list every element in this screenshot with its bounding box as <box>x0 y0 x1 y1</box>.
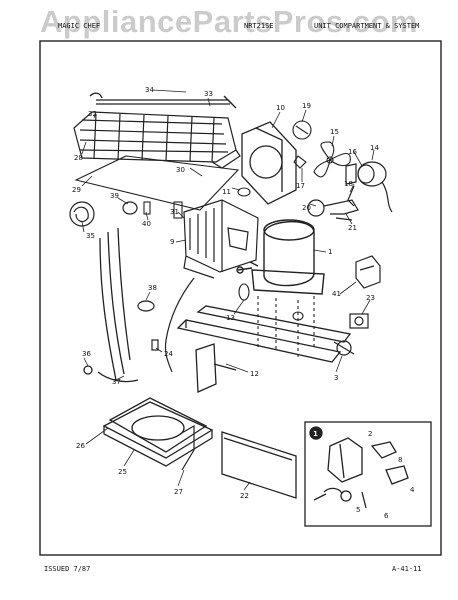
callout-33: 33 <box>204 90 213 98</box>
hose-clamp <box>137 300 155 312</box>
compressor <box>236 219 325 295</box>
callout-10: 10 <box>276 104 285 112</box>
callout-16: 16 <box>348 148 357 156</box>
callout-41: 41 <box>332 290 341 298</box>
callout-23: 23 <box>366 294 375 302</box>
grommet <box>237 187 251 197</box>
header-model-brand: MAGIC CHEF <box>58 22 101 30</box>
leader-lines <box>81 89 375 491</box>
callout-20: 20 <box>302 204 311 212</box>
callout-19: 19 <box>302 102 311 110</box>
callout-21: 21 <box>348 224 357 232</box>
callout-1: 1 <box>328 248 332 256</box>
callout-36: 36 <box>82 350 91 358</box>
condenser-top-tube <box>89 92 237 109</box>
callout-40: 40 <box>142 220 151 228</box>
base-pan <box>74 155 240 211</box>
callout-37: 37 <box>112 378 121 386</box>
callout-22: 22 <box>240 492 249 500</box>
callout-5: 5 <box>356 506 360 514</box>
callout-12: 12 <box>250 370 259 378</box>
clip <box>143 201 151 215</box>
diagram-border <box>39 40 442 556</box>
callout-27: 27 <box>174 488 183 496</box>
callout-38: 38 <box>148 284 157 292</box>
callout-34: 34 <box>145 86 154 94</box>
callout-8: 8 <box>398 456 402 464</box>
relay <box>355 255 381 289</box>
header-model-number: NRT21SE <box>244 22 274 30</box>
callout-30: 30 <box>176 166 185 174</box>
footer-issued-date: ISSUED 7/87 <box>44 565 91 573</box>
callout-17: 17 <box>296 182 305 190</box>
condenser-unit <box>183 199 259 279</box>
drain-tube <box>179 424 195 471</box>
watermark: AppliancePartsPros.com <box>40 4 418 39</box>
callout-6: 6 <box>384 512 389 520</box>
overload-protector <box>349 313 369 329</box>
callout-39: 39 <box>110 192 119 200</box>
base-rails <box>176 305 352 393</box>
footer-page-code: A-41-11 <box>392 565 422 573</box>
inset-marker: 1 <box>313 430 318 438</box>
access-panel <box>221 431 297 499</box>
callout-14: 14 <box>370 144 379 152</box>
capillary-coil <box>69 201 95 227</box>
callout-4: 4 <box>410 486 415 494</box>
callout-18: 18 <box>344 180 353 188</box>
callout-15: 15 <box>330 128 339 136</box>
mounting-grommets <box>238 283 315 358</box>
header-section-title: UNIT COMPARTMENT & SYSTEM <box>314 22 420 30</box>
callout-35: 35 <box>86 232 95 240</box>
condenser-coil <box>73 111 241 169</box>
callout-11: 11 <box>222 188 231 196</box>
fan-motor <box>345 161 393 213</box>
callout-25: 25 <box>118 468 127 476</box>
callout-31: 31 <box>170 208 179 216</box>
callout-32: 32 <box>88 110 97 118</box>
drier-filter <box>173 201 183 219</box>
callout-29: 29 <box>72 186 81 194</box>
callout-28: 28 <box>74 154 83 162</box>
fan-blade <box>313 141 351 178</box>
callout-26: 26 <box>76 442 85 450</box>
inset-box <box>304 421 432 527</box>
drain-hoses <box>83 227 139 383</box>
callout-24: 24 <box>164 350 173 358</box>
callout-9: 9 <box>170 238 174 246</box>
wire-clamp <box>333 340 355 356</box>
callout-13: 13 <box>226 314 235 322</box>
fan-shroud <box>241 121 297 205</box>
callout-2: 2 <box>368 430 372 438</box>
power-cord <box>151 277 195 373</box>
callout-3: 3 <box>334 374 338 382</box>
foam-seal <box>122 201 138 215</box>
